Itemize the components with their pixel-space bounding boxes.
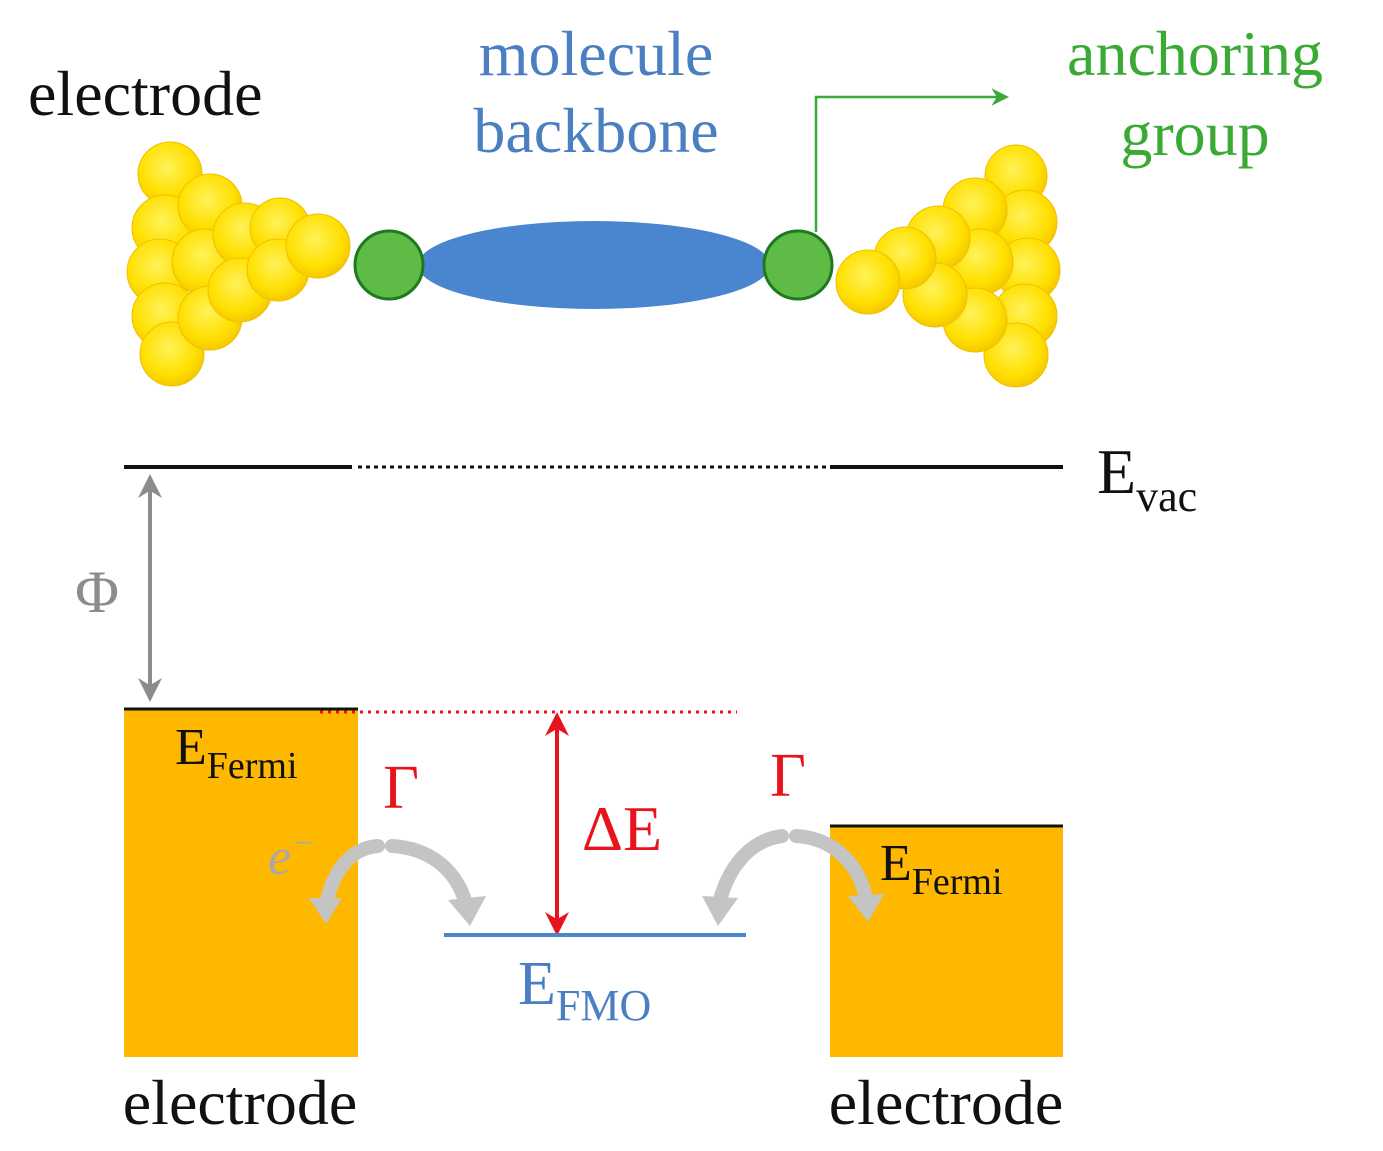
bottom-left-electrode-label: electrode [123, 1067, 358, 1138]
electron-label: e− [268, 825, 314, 886]
hop-arrow-right-out [789, 829, 873, 905]
anchoring-label-line1: anchoring [1067, 18, 1323, 89]
right-fermi-label: EFermi [880, 835, 1003, 903]
left-electrode-cluster [126, 141, 351, 387]
right-electrode-block [830, 826, 1063, 1057]
anchoring-pointer-arrow [814, 88, 1009, 232]
top-electrode-label: electrode [28, 58, 263, 129]
left-electrode-block [124, 709, 358, 1057]
delta-e-label: ΔE [582, 793, 662, 864]
gamma-left-label: Γ [383, 754, 419, 822]
molecule-backbone [418, 221, 770, 309]
right-electrode-cluster [835, 144, 1061, 388]
hop-arrow-left-in [385, 839, 473, 911]
hop-arrow-right-in-head [702, 896, 738, 926]
gamma-right-label: Γ [770, 742, 806, 810]
hop-arrow-left-in-head [448, 896, 486, 926]
hop-arrow-right-out-head [848, 894, 884, 922]
hop-arrow-left-out [319, 839, 385, 911]
evac-label: Evac [1097, 436, 1197, 521]
phi-label: Φ [75, 559, 119, 625]
left-anchoring-group [353, 229, 425, 301]
right-anchoring-group [762, 229, 834, 301]
backbone-label-line1: molecule [479, 18, 714, 89]
bottom-right-electrode-label: electrode [829, 1067, 1064, 1138]
fmo-label: EFMO [518, 950, 651, 1030]
left-fermi-label: EFermi [175, 719, 298, 787]
hop-arrow-left-out-head [309, 898, 342, 924]
anchoring-label-line2: group [1120, 98, 1269, 169]
backbone-label-line2: backbone [473, 95, 718, 166]
hop-arrow-right-in [713, 829, 789, 907]
